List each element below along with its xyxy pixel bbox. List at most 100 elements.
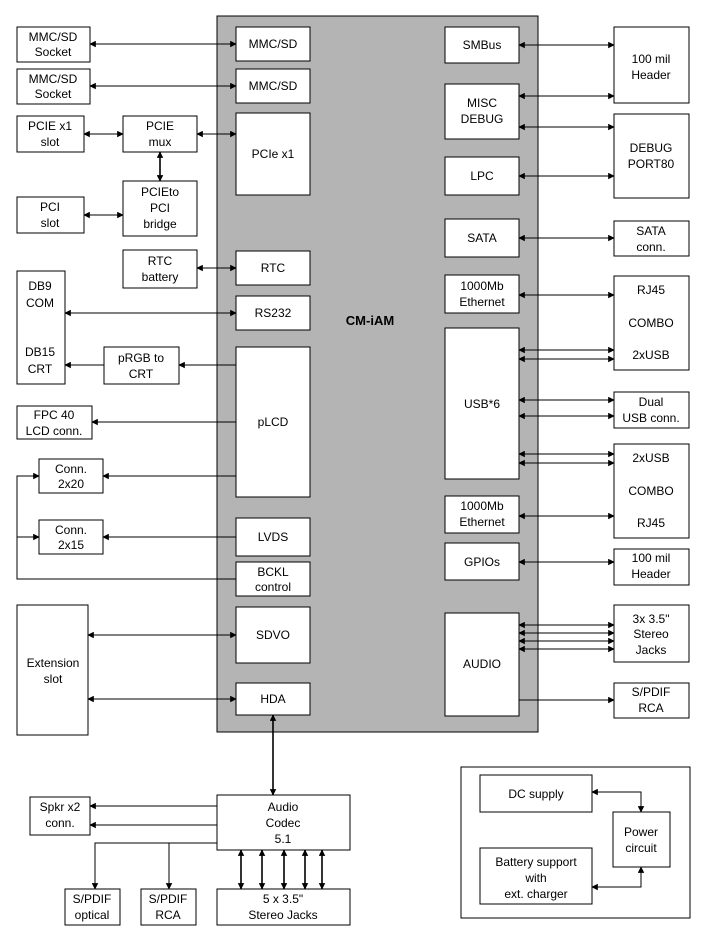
svg-text:LVDS: LVDS	[258, 530, 288, 544]
svg-text:Dual: Dual	[639, 395, 664, 409]
conn-2x20: Conn. 2x20	[38, 458, 104, 494]
mmc-sd-block-1: MMC/SD	[235, 26, 311, 62]
sata-conn: SATA conn.	[613, 220, 690, 257]
svg-text:1000Mb: 1000Mb	[460, 499, 504, 513]
svg-text:PCIEto: PCIEto	[141, 185, 179, 199]
svg-text:Codec: Codec	[266, 816, 301, 830]
100-mil-header-2: 100 mil Header	[613, 548, 690, 586]
svg-text:Stereo Jacks: Stereo Jacks	[248, 908, 317, 922]
svg-text:Audio: Audio	[268, 800, 299, 814]
pcie-mux: PCIE mux	[122, 115, 198, 153]
svg-text:Spkr x2: Spkr x2	[40, 800, 81, 814]
svg-text:Ethernet: Ethernet	[459, 295, 505, 309]
svg-text:COM: COM	[26, 296, 54, 310]
mmc-sd-socket-1: MMC/SD Socket	[16, 26, 91, 63]
svg-text:Battery support: Battery support	[495, 855, 577, 869]
svg-text:2x20: 2x20	[58, 477, 84, 491]
svg-text:RTC: RTC	[261, 261, 286, 275]
cm-iam-title: CM-iAM	[346, 313, 394, 328]
lvds-block: LVDS	[235, 517, 311, 557]
svg-text:2xUSB: 2xUSB	[632, 348, 669, 362]
svg-text:S/PDIF: S/PDIF	[632, 685, 671, 699]
svg-text:USB conn.: USB conn.	[622, 411, 679, 425]
pcie-x1-block: PCIe x1	[235, 112, 311, 196]
db9-db15-connector: DB9 COM DB15 CRT	[16, 270, 66, 385]
svg-text:COMBO: COMBO	[628, 484, 673, 498]
svg-text:GPIOs: GPIOs	[464, 555, 500, 569]
svg-text:MMC/SD: MMC/SD	[249, 79, 298, 93]
svg-text:Extension: Extension	[27, 656, 80, 670]
battery-support: Battery support with ext. charger	[479, 847, 593, 905]
svg-text:MMC/SD: MMC/SD	[29, 72, 78, 86]
audio-codec: Audio Codec 5.1	[216, 794, 351, 851]
svg-text:PCIe x1: PCIe x1	[252, 147, 295, 161]
svg-text:control: control	[255, 580, 291, 594]
lpc-block: LPC	[444, 156, 520, 196]
svg-text:COMBO: COMBO	[628, 316, 673, 330]
svg-text:PCI: PCI	[150, 201, 170, 215]
svg-text:PORT80: PORT80	[628, 157, 675, 171]
prgb-to-crt: pRGB to CRT	[103, 346, 180, 385]
spdif-rca-bottom: S/PDIF RCA	[140, 888, 197, 926]
svg-text:100 mil: 100 mil	[632, 551, 671, 565]
svg-text:RJ45: RJ45	[637, 516, 665, 530]
svg-text:5.1: 5.1	[275, 832, 292, 846]
svg-text:circuit: circuit	[625, 841, 657, 855]
svg-text:CRT: CRT	[28, 362, 53, 376]
svg-text:5 x 3.5": 5 x 3.5"	[263, 892, 303, 906]
svg-text:ext. charger: ext. charger	[504, 887, 567, 901]
svg-text:conn.: conn.	[45, 816, 74, 830]
svg-text:DB15: DB15	[25, 345, 55, 359]
sata-block: SATA	[444, 218, 520, 258]
svg-text:SATA: SATA	[467, 231, 497, 245]
connection-lines	[16, 40, 645, 891]
svg-text:PCI: PCI	[40, 200, 60, 214]
svg-text:USB*6: USB*6	[464, 397, 500, 411]
svg-text:pRGB to: pRGB to	[118, 351, 164, 365]
rtc-battery: RTC battery	[122, 249, 198, 289]
svg-text:S/PDIF: S/PDIF	[149, 892, 188, 906]
conn-2x15: Conn. 2x15	[38, 519, 104, 555]
svg-text:CRT: CRT	[129, 367, 154, 381]
svg-text:AUDIO: AUDIO	[463, 657, 501, 671]
svg-text:conn.: conn.	[636, 240, 665, 254]
svg-text:RCA: RCA	[638, 701, 663, 715]
svg-text:LCD conn.: LCD conn.	[26, 424, 83, 438]
svg-text:DC supply: DC supply	[508, 787, 563, 801]
svg-text:RCA: RCA	[155, 908, 180, 922]
rs232-block: RS232	[235, 295, 311, 331]
svg-text:RJ45: RJ45	[637, 283, 665, 297]
pcie-x1-slot: PCIE x1 slot	[16, 115, 85, 153]
svg-text:bridge: bridge	[143, 217, 177, 231]
bckl-control-block: BCKL control	[235, 561, 311, 597]
mmc-sd-socket-2: MMC/SD Socket	[16, 68, 91, 105]
svg-text:SATA: SATA	[636, 224, 666, 238]
svg-text:3x 3.5": 3x 3.5"	[633, 612, 670, 626]
svg-text:Power: Power	[624, 825, 658, 839]
svg-text:RTC: RTC	[148, 254, 173, 268]
svg-text:SDVO: SDVO	[256, 628, 290, 642]
svg-text:mux: mux	[149, 135, 172, 149]
rtc-block: RTC	[235, 250, 311, 286]
svg-text:FPC 40: FPC 40	[34, 408, 75, 422]
svg-text:Socket: Socket	[35, 87, 72, 101]
fpc-40-lcd-conn: FPC 40 LCD conn.	[16, 405, 93, 440]
svg-text:Conn.: Conn.	[55, 523, 87, 537]
audio-block: AUDIO	[444, 612, 520, 717]
smbus-block: SMBus	[444, 26, 520, 64]
svg-text:battery: battery	[142, 270, 179, 284]
plcd-block: pLCD	[235, 346, 311, 498]
svg-text:HDA: HDA	[260, 692, 285, 706]
svg-text:1000Mb: 1000Mb	[460, 279, 504, 293]
ethernet-block-2: 1000Mb Ethernet	[444, 495, 520, 534]
svg-text:pLCD: pLCD	[258, 415, 289, 429]
5x-stereo-jacks: 5 x 3.5" Stereo Jacks	[216, 888, 351, 926]
svg-text:S/PDIF: S/PDIF	[73, 892, 112, 906]
svg-text:MISC: MISC	[467, 96, 497, 110]
rj45-combo-2xusb-1: RJ45 COMBO 2xUSB	[613, 275, 690, 371]
ethernet-block-1: 1000Mb Ethernet	[444, 274, 520, 314]
hda-block: HDA	[235, 682, 311, 716]
svg-text:optical: optical	[75, 908, 110, 922]
svg-text:MMC/SD: MMC/SD	[249, 37, 298, 51]
gpios-block: GPIOs	[444, 542, 520, 581]
